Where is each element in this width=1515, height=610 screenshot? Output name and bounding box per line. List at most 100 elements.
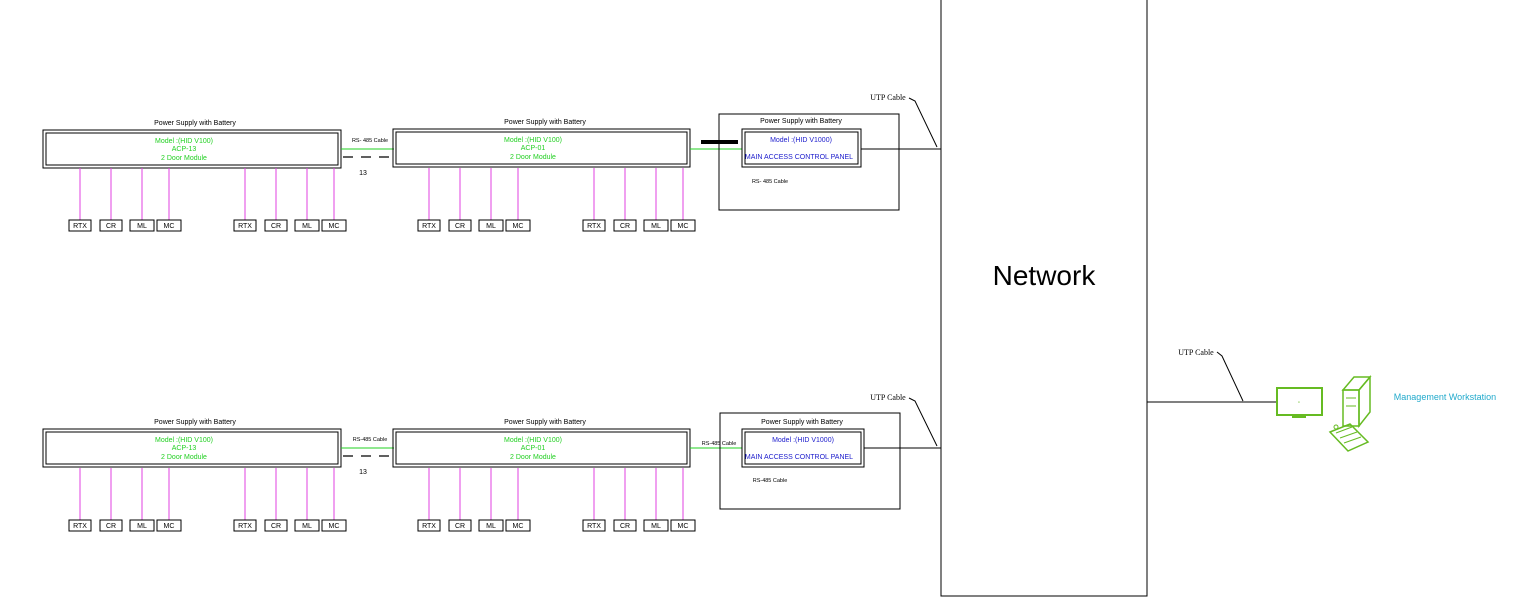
- device-label-cr: CR: [106, 523, 116, 530]
- main-panel-name: MAIN ACCESS CONTROL PANEL: [745, 454, 853, 461]
- device-box: [478, 219, 504, 232]
- module-type: 2 Door Module: [510, 454, 556, 461]
- main-panel-row2: Power Supply with Battery Model :(HID V1…: [719, 412, 901, 510]
- device-box: [99, 519, 123, 532]
- module-acp-01-row2: Model :(HID V100) ACP-01 2 Door Module: [392, 428, 691, 468]
- main-panel-model: Model :(HID V1000): [770, 137, 832, 144]
- device-label-ml: ML: [486, 223, 496, 230]
- utp-cable-label: UTP Cable: [1178, 348, 1214, 357]
- device-label-rtx: RTX: [422, 223, 436, 230]
- device-box: [478, 519, 504, 532]
- controller-row-1: Power Supply with Battery Model :(HID V1…: [42, 93, 941, 211]
- module-type: 2 Door Module: [510, 154, 556, 161]
- device-box: [68, 519, 92, 532]
- network-block: Network: [940, 0, 1148, 597]
- device-label-cr: CR: [620, 223, 630, 230]
- device-label-ml: ML: [137, 523, 147, 530]
- main-rs485-label: RS- 485 Cable: [752, 179, 788, 185]
- device-label-rtx: RTX: [587, 523, 601, 530]
- main-panel-name: MAIN ACCESS CONTROL PANEL: [745, 154, 853, 161]
- device-label-rtx: RTX: [238, 523, 252, 530]
- device-box: [99, 219, 123, 232]
- device-box: [582, 519, 606, 532]
- device-label-ml: ML: [137, 223, 147, 230]
- module-acp-13-row1: Model :(HID V100) ACP-13 2 Door Module: [42, 129, 342, 169]
- device-box: [643, 519, 669, 532]
- device-label-rtx: RTX: [73, 523, 87, 530]
- psu-label: Power Supply with Battery: [504, 119, 586, 126]
- device-label-cr: CR: [620, 523, 630, 530]
- module-id: ACP-13: [172, 445, 197, 452]
- psu-label: Power Supply with Battery: [504, 419, 586, 426]
- psu-label: Power Supply with Battery: [154, 120, 236, 127]
- device-box: [68, 219, 92, 232]
- device-box: [156, 219, 182, 232]
- device-box: [448, 219, 472, 232]
- module-model: Model :(HID V100): [504, 437, 562, 444]
- device-box: [294, 519, 320, 532]
- device-box: [156, 519, 182, 532]
- device-box: [417, 219, 441, 232]
- network-label: Network: [993, 260, 1097, 291]
- device-label-mc: MC: [513, 223, 524, 230]
- device-label-cr: CR: [455, 523, 465, 530]
- device-box: [417, 519, 441, 532]
- count-label: 13: [359, 170, 367, 177]
- device-box: [613, 219, 637, 232]
- device-box: [264, 219, 288, 232]
- device-box: [582, 219, 606, 232]
- device-label-ml: ML: [302, 223, 312, 230]
- device-box: [321, 519, 347, 532]
- module-type: 2 Door Module: [161, 454, 207, 461]
- svg-text:▫: ▫: [1298, 400, 1300, 406]
- module-id: ACP-13: [172, 146, 197, 153]
- psu-label: Power Supply with Battery: [761, 419, 843, 426]
- psu-label: Power Supply with Battery: [760, 118, 842, 125]
- device-box: [129, 519, 155, 532]
- device-label-cr: CR: [106, 223, 116, 230]
- device-label-mc: MC: [329, 523, 340, 530]
- device-box: [264, 519, 288, 532]
- utp-cable-label: UTP Cable: [870, 93, 906, 102]
- module-model: Model :(HID V100): [155, 437, 213, 444]
- main-panel-row1: Power Supply with Battery Model :(HID V1…: [718, 113, 900, 211]
- device-box: [670, 219, 696, 232]
- module-id: ACP-01: [521, 145, 546, 152]
- module-id: ACP-01: [521, 445, 546, 452]
- device-label-rtx: RTX: [238, 223, 252, 230]
- workstation-icon: ▫: [1276, 374, 1372, 452]
- device-box: [505, 219, 531, 232]
- device-label-mc: MC: [513, 523, 524, 530]
- device-label-rtx: RTX: [73, 223, 87, 230]
- device-box: [613, 519, 637, 532]
- device-box: [129, 219, 155, 232]
- psu-label: Power Supply with Battery: [154, 419, 236, 426]
- device-label-cr: CR: [271, 223, 281, 230]
- utp-cable-label: UTP Cable: [870, 393, 906, 402]
- device-label-ml: ML: [486, 523, 496, 530]
- module-acp-13-row2: Model :(HID V100) ACP-13 2 Door Module: [42, 428, 342, 468]
- device-box: [321, 219, 347, 232]
- device-label-mc: MC: [678, 223, 689, 230]
- device-label-cr: CR: [271, 523, 281, 530]
- module-acp-01-row1: Model :(HID V100) ACP-01 2 Door Module: [392, 128, 691, 168]
- device-box: [448, 519, 472, 532]
- rs485-cable-label: RS- 485 Cable: [352, 138, 388, 144]
- device-box: [643, 219, 669, 232]
- device-drops: RTX CR ML MC RTX CR ML MC RTX CR ML MC RTX CR ML MC RTX C…: [68, 168, 696, 532]
- device-label-ml: ML: [651, 523, 661, 530]
- main-panel-model: Model :(HID V1000): [772, 437, 834, 444]
- device-box: [294, 219, 320, 232]
- module-model: Model :(HID V100): [504, 137, 562, 144]
- device-label-mc: MC: [329, 223, 340, 230]
- controller-row-2: Power Supply with Battery Model :(HID V1…: [42, 393, 941, 510]
- workstation-label: Management Workstation: [1394, 392, 1496, 402]
- device-label-rtx: RTX: [587, 223, 601, 230]
- device-box: [233, 219, 257, 232]
- module-model: Model :(HID V100): [155, 138, 213, 145]
- rs485-cable-label: RS-485 Cable: [702, 441, 737, 447]
- device-label-cr: CR: [455, 223, 465, 230]
- device-box: [670, 519, 696, 532]
- device-box: [233, 519, 257, 532]
